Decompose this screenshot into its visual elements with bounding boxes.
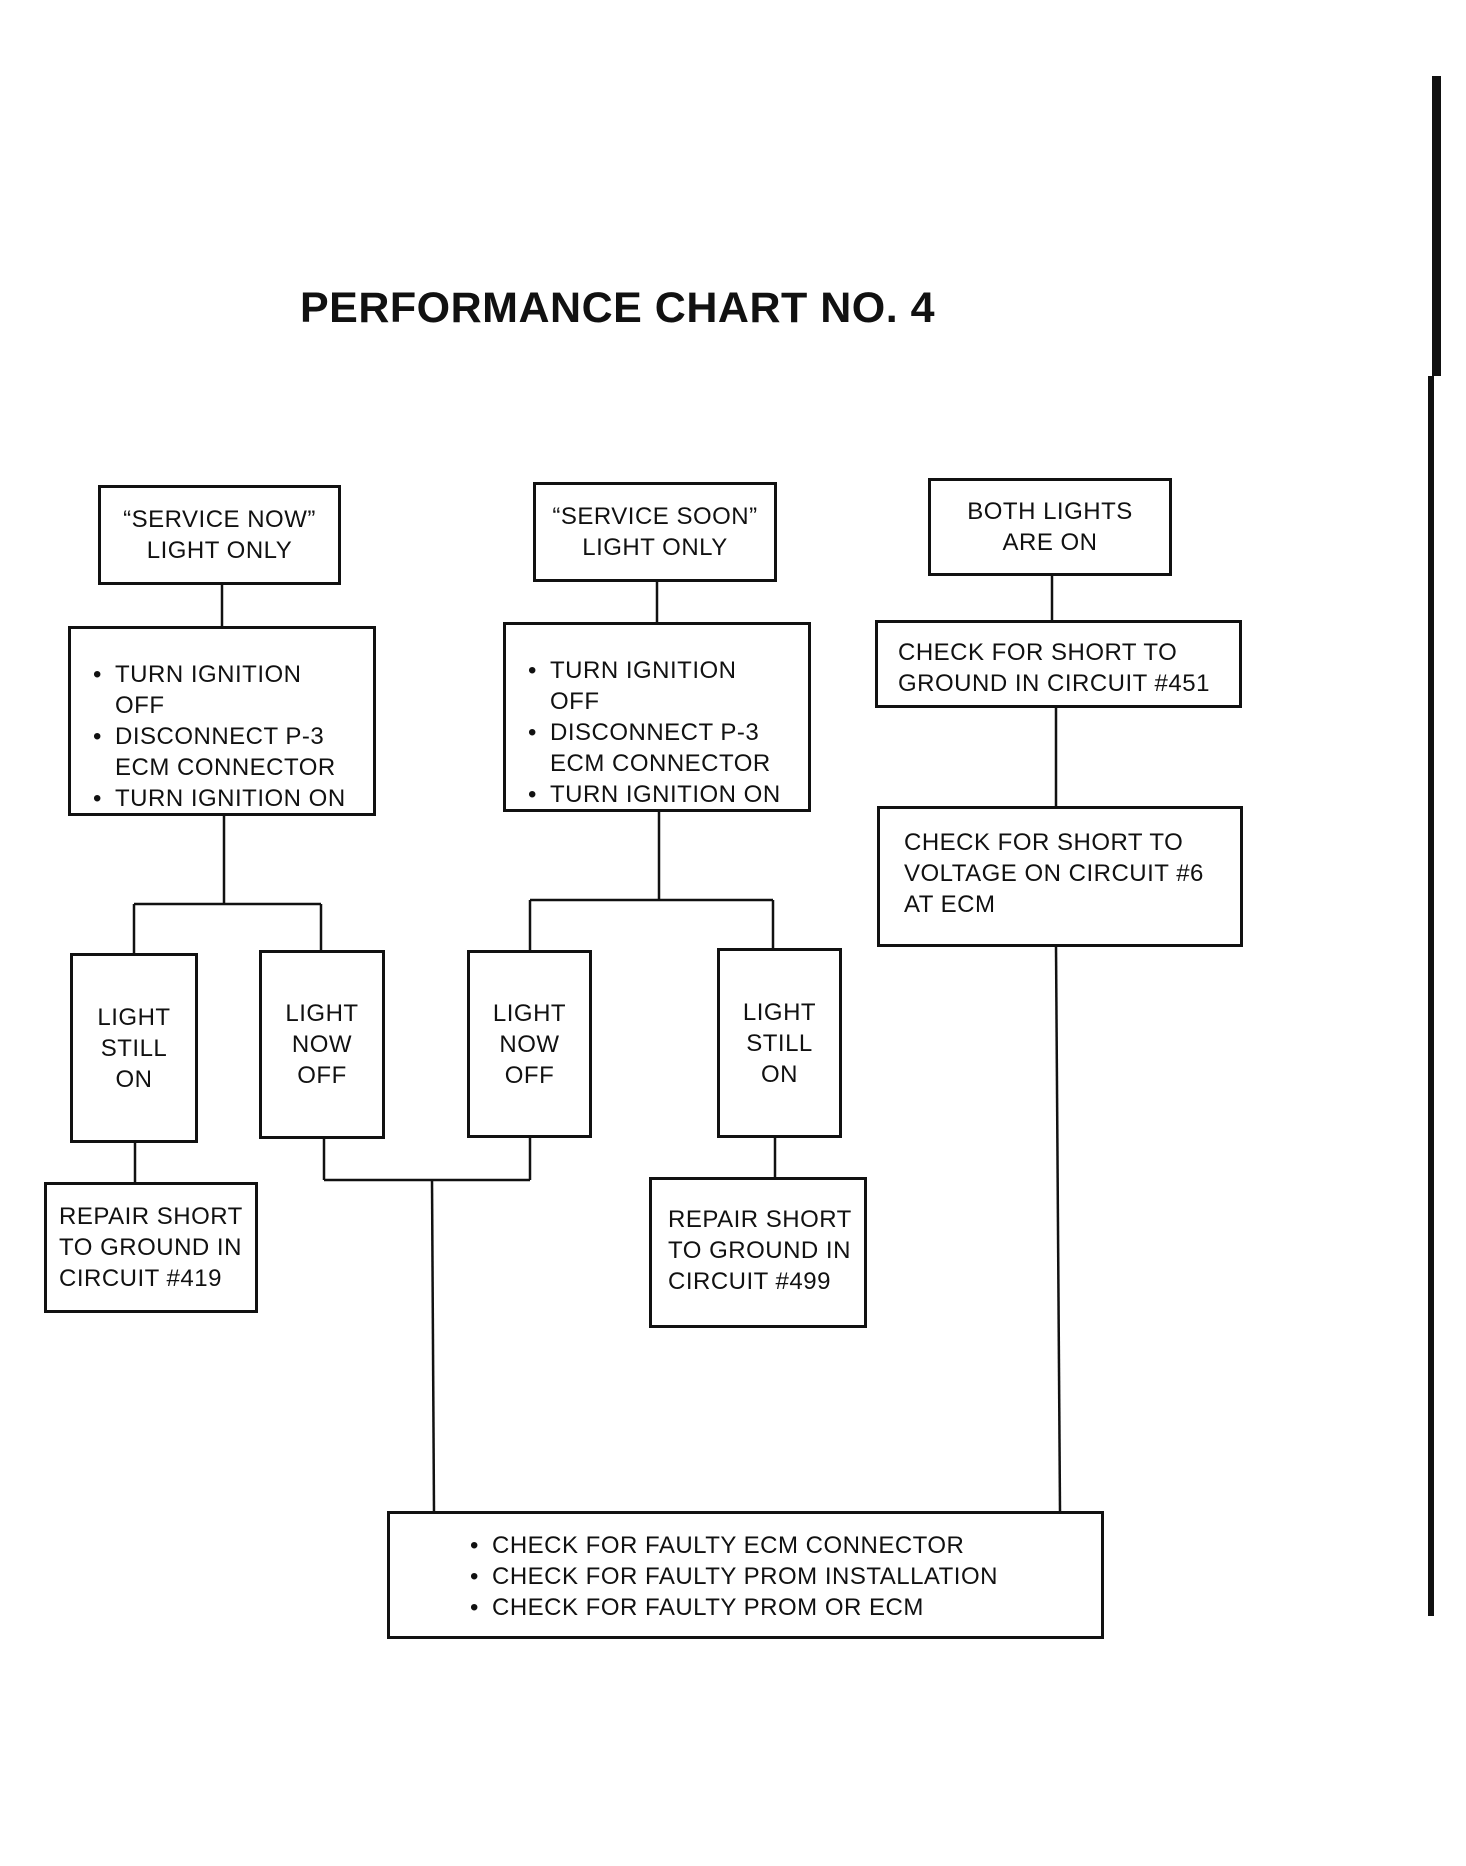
box-text: OFF	[504, 1061, 555, 1089]
box-text: REPAIR SHORT	[668, 1206, 852, 1233]
box-text: STILL	[746, 1029, 813, 1057]
list-item: TURN IGNITION ON	[522, 779, 792, 810]
list-item: TURN IGNITION OFF	[87, 659, 357, 721]
box-text: ON	[115, 1065, 153, 1093]
list-item: CHECK FOR FAULTY PROM OR ECM	[464, 1592, 1027, 1623]
list-item: CHECK FOR FAULTY PROM INSTALLATION	[464, 1561, 1027, 1592]
check-circuit-6-box: CHECK FOR SHORT TO VOLTAGE ON CIRCUIT #6…	[877, 806, 1243, 947]
box-text: VOLTAGE ON CIRCUIT #6	[904, 860, 1204, 887]
repair-circuit-499-box: REPAIR SHORT TO GROUND IN CIRCUIT #499	[649, 1177, 867, 1328]
ignition-steps-box-middle: TURN IGNITION OFF DISCONNECT P-3 ECM CON…	[503, 622, 811, 812]
ignition-steps-box-left: TURN IGNITION OFF DISCONNECT P-3 ECM CON…	[68, 626, 376, 816]
list-item: ECM CONNECTOR	[115, 754, 336, 781]
repair-circuit-419-box: REPAIR SHORT TO GROUND IN CIRCUIT #419	[44, 1182, 258, 1313]
scan-edge-bar-upper	[1432, 76, 1441, 376]
box-text: STILL	[100, 1034, 168, 1062]
box-text: LIGHT ONLY	[582, 534, 728, 561]
box-text: LIGHT	[492, 999, 567, 1027]
light-still-on-box-right: LIGHT STILL ON	[717, 948, 842, 1138]
box-text: LIGHT ONLY	[146, 537, 293, 564]
scan-edge-bar-lower	[1428, 376, 1434, 1616]
box-text: AT ECM	[904, 891, 996, 918]
final-checks-list: CHECK FOR FAULTY ECM CONNECTOR CHECK FOR…	[464, 1530, 1027, 1623]
box-text: OFF	[297, 1062, 347, 1089]
box-text: ON	[761, 1060, 798, 1088]
box-text: LIGHT	[285, 1000, 359, 1027]
list-item: DISCONNECT P-3	[87, 721, 357, 752]
connector-line	[430, 1179, 436, 1514]
both-lights-on-box: BOTH LIGHTS ARE ON	[928, 478, 1172, 576]
list-item: TURN IGNITION OFF	[522, 655, 792, 717]
ignition-steps-list: TURN IGNITION OFF DISCONNECT P-3 ECM CON…	[522, 655, 792, 810]
box-text: “SERVICE NOW”	[123, 506, 316, 533]
list-item: CHECK FOR FAULTY ECM CONNECTOR	[464, 1530, 1027, 1561]
box-text: NOW	[291, 1031, 353, 1058]
light-now-off-box-left: LIGHT NOW OFF	[259, 950, 385, 1139]
box-text: “SERVICE SOON”	[552, 503, 758, 530]
box-text: TO GROUND IN	[668, 1237, 851, 1264]
box-text: LIGHT	[742, 998, 817, 1026]
service-soon-light-box: “SERVICE SOON” LIGHT ONLY	[533, 482, 777, 582]
light-now-off-box-middle: LIGHT NOW OFF	[467, 950, 592, 1138]
list-item: DISCONNECT P-3	[522, 717, 792, 748]
final-checks-box: CHECK FOR FAULTY ECM CONNECTOR CHECK FOR…	[387, 1511, 1104, 1639]
check-circuit-451-box: CHECK FOR SHORT TO GROUND IN CIRCUIT #45…	[875, 620, 1242, 708]
ignition-steps-list: TURN IGNITION OFF DISCONNECT P-3 ECM CON…	[87, 659, 357, 814]
box-text: REPAIR SHORT	[59, 1203, 243, 1230]
box-text: LIGHT	[97, 1003, 171, 1031]
box-text: ARE ON	[1002, 529, 1098, 556]
box-text: NOW	[499, 1030, 560, 1058]
box-text: CIRCUIT #419	[59, 1265, 222, 1292]
list-item: ECM CONNECTOR	[550, 750, 771, 777]
box-text: TO GROUND IN	[59, 1234, 242, 1261]
list-item: TURN IGNITION ON	[87, 783, 357, 814]
box-text: CHECK FOR SHORT TO	[898, 639, 1178, 666]
box-text: CIRCUIT #499	[668, 1268, 831, 1295]
light-still-on-box-left: LIGHT STILL ON	[70, 953, 198, 1143]
page-title: PERFORMANCE CHART NO. 4	[300, 284, 936, 332]
box-text: GROUND IN CIRCUIT #451	[898, 670, 1210, 697]
service-now-light-box: “SERVICE NOW” LIGHT ONLY	[98, 485, 341, 585]
box-text: BOTH LIGHTS	[967, 498, 1133, 525]
connector-line	[1054, 945, 1062, 1512]
box-text: CHECK FOR SHORT TO	[904, 829, 1184, 856]
